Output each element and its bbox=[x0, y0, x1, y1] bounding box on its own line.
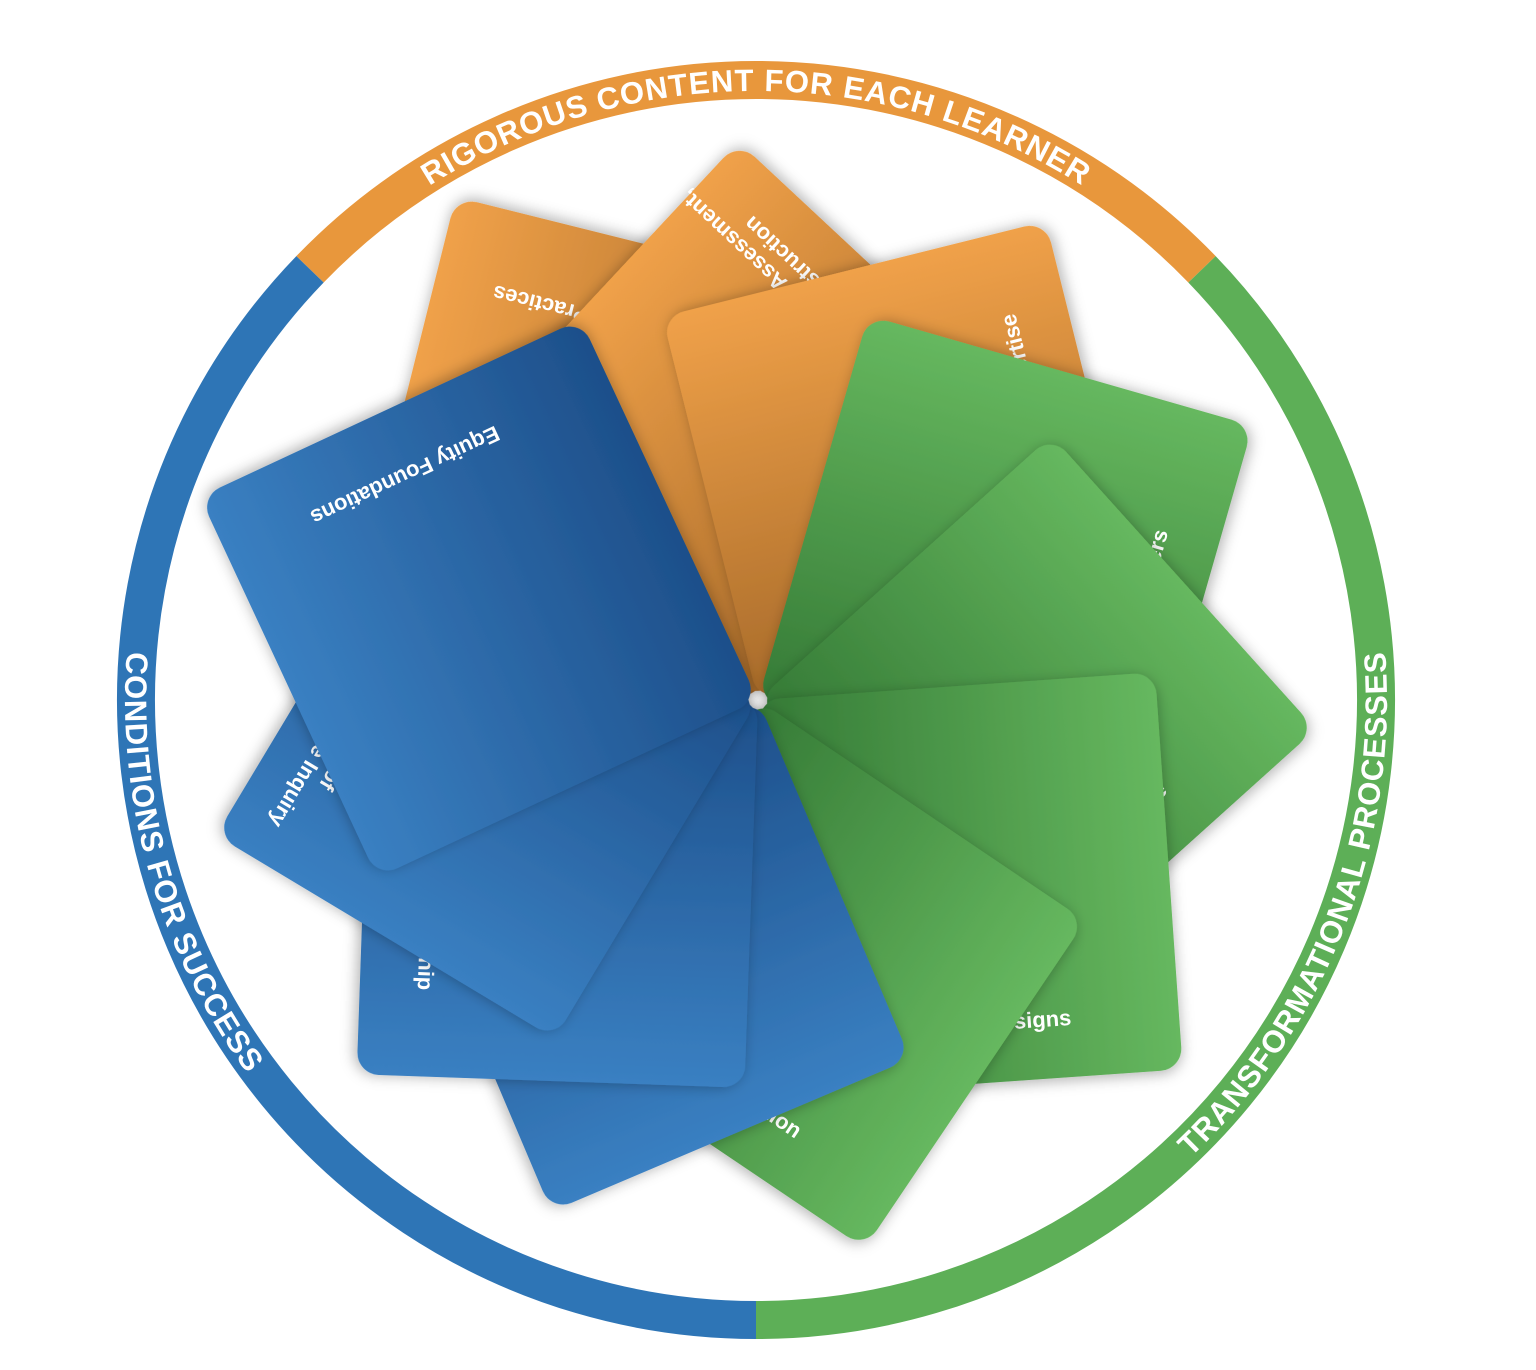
card-equity-foundations: Equity Foundations bbox=[207, 326, 751, 871]
ring-arc-conditions-for-success bbox=[116, 256, 757, 1339]
ring-arc-transformational-processes bbox=[755, 256, 1396, 1339]
ring-label-conditions-for-success: CONDITIONS FOR SUCCESS bbox=[118, 651, 271, 1078]
card-tile-equity-foundations bbox=[207, 326, 751, 871]
ring-arc-rigorous-content bbox=[296, 60, 1216, 283]
